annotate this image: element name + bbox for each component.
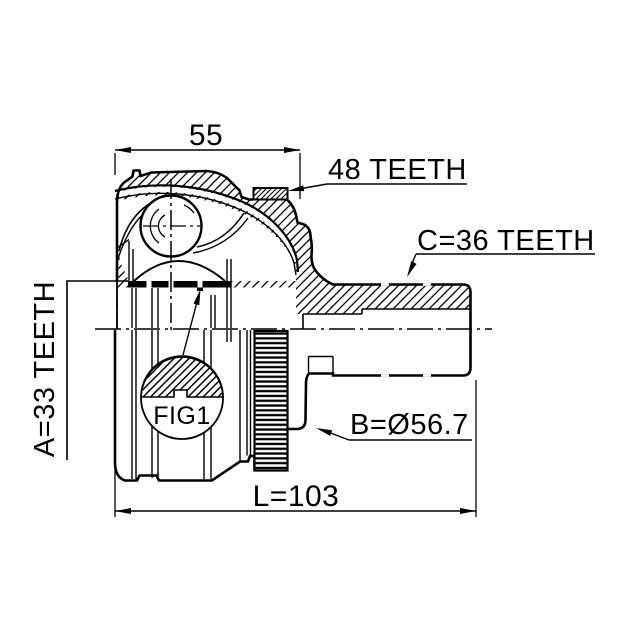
dimension-l-103: L=103	[114, 380, 477, 517]
bore-white	[118, 287, 296, 329]
arrow-right	[284, 147, 300, 153]
fig1-detail-balloon: FIG1	[140, 289, 224, 440]
race-track-arcs	[114, 184, 300, 282]
label-b-arrow	[316, 428, 333, 436]
shaft-spline-hatch	[331, 284, 471, 314]
label-b-diameter: B=Ø56.7	[316, 409, 472, 441]
fig1-label: FIG1	[153, 402, 211, 430]
label-48-arrow	[288, 185, 305, 192]
tone-ring-teeth	[253, 329, 289, 472]
dim-l-text: L=103	[253, 480, 340, 513]
interior-edges	[116, 238, 470, 329]
neck-white	[296, 314, 304, 329]
bell-top-outline	[115, 169, 253, 282]
dim-55-text: 55	[189, 119, 223, 152]
arrow-right	[460, 508, 476, 514]
abs-tone-ring	[252, 187, 289, 472]
shaft-spline-marks	[381, 283, 431, 377]
label-c-arrow	[407, 261, 417, 277]
label-48-teeth: 48 TEETH	[288, 154, 467, 192]
label-a-33-teeth: A=33 TEETH	[29, 280, 128, 460]
tone-ring-tooth-section	[252, 187, 289, 201]
arrow-left	[115, 147, 131, 153]
bell-bottom-outline	[113, 330, 256, 482]
part-outlines	[113, 169, 472, 482]
label-c-text: C=36 TEETH	[417, 225, 595, 257]
label-a-text: A=33 TEETH	[29, 281, 61, 457]
label-b-text: B=Ø56.7	[350, 409, 469, 441]
shaft-and-flange-outline	[286, 198, 472, 431]
fig1-leader-arrow	[193, 289, 201, 306]
centerlines	[95, 179, 492, 332]
dimension-55: 55	[114, 119, 301, 199]
arrow-left	[115, 508, 131, 514]
label-48-teeth-text: 48 TEETH	[328, 154, 467, 186]
label-c-36-teeth: C=36 TEETH	[407, 225, 595, 277]
fig1-tooth-hatch	[140, 355, 224, 398]
